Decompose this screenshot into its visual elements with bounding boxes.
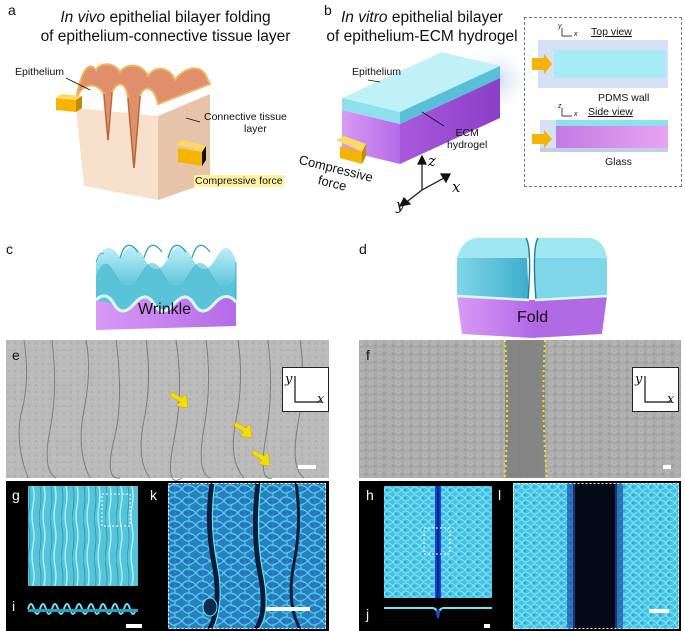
panel-b-title-line2: of epithelium-ECM hydrogel: [326, 28, 518, 45]
panel-a-label-connective-1: Connective tissue: [204, 111, 287, 123]
panel-h-letter: h: [366, 487, 374, 503]
panel-e-axis-box: y x: [282, 367, 329, 412]
panel-l-letter: l: [498, 487, 502, 503]
panel-i-micrograph: [27, 603, 138, 615]
panel-a-title: In vivo epithelial bilayer folding of ep…: [8, 8, 323, 46]
panel-c-label: Wrinkle: [138, 301, 192, 318]
hydrogel-right: [400, 78, 500, 164]
panel-d-fold-diagram: [456, 237, 608, 338]
panel-b-label-ecm-1: ECM: [455, 127, 479, 139]
panel-b-axis-y: y: [396, 196, 405, 214]
panel-b-axes: [398, 154, 451, 207]
inset-side-axis-z: z: [558, 103, 562, 110]
panel-h-micrograph: [384, 486, 492, 598]
inset-glass-label: Glass: [605, 156, 632, 168]
panel-d-letter: d: [359, 241, 367, 257]
fold-epithelium-left: [457, 258, 529, 300]
panel-k-micrograph: [168, 482, 326, 631]
side-view-arrow-icon: [532, 130, 552, 148]
panel-a-title-italic: In vivo: [60, 9, 106, 26]
panel-j-scale-bar: [484, 624, 490, 628]
panel-a-label-connective-2: layer: [244, 123, 267, 135]
panel-f-letter: f: [366, 347, 370, 363]
panel-b-inset: [524, 17, 682, 187]
panel-a-title-line2: of epithelium-connective tissue layer: [40, 28, 291, 45]
panel-f-axis-box: y x: [632, 367, 679, 412]
inset-top-axis-y: y: [558, 23, 562, 30]
panel-b-bilayer-diagram: [336, 44, 535, 207]
panel-d-label: Fold: [517, 309, 549, 326]
inset-side-view-label: Side view: [588, 106, 633, 118]
panel-e-letter: e: [12, 347, 20, 363]
panel-a-label-connective: Connective tissue layer: [204, 111, 287, 135]
panel-j-letter: j: [366, 606, 370, 622]
panel-b-inset-drawings: [532, 28, 668, 152]
panel-b-label-ecm-2: hydrogel: [447, 139, 488, 151]
epithelium-folds: [75, 63, 212, 169]
fold-epithelium-right: [535, 258, 607, 300]
panel-a-letter: a: [8, 2, 16, 18]
panel-b-title: In vitro epithelial bilayer of epitheliu…: [322, 8, 522, 46]
panel-e-arrow-1-icon: [169, 391, 189, 409]
panel-f-axis-y: y: [635, 372, 643, 387]
wrinkle-hydrogel: [96, 295, 236, 330]
inset-top-axis-x: x: [574, 31, 578, 38]
panel-b-title-rest: epithelial bilayer: [387, 9, 503, 26]
panel-k-letter: k: [150, 487, 157, 503]
panel-b-label-epithelium: Epithelium: [352, 66, 402, 78]
panel-e-arrow-3-icon: [251, 449, 271, 467]
panel-a-title-rest: epithelial bilayer folding: [105, 9, 271, 26]
panel-i-scale-bar: [126, 624, 142, 628]
panel-f-micrograph: [359, 339, 681, 479]
panel-a-right-arrow-icon: [176, 140, 206, 166]
inset-pdms-label: PDMS wall: [598, 92, 650, 104]
panel-i-letter: i: [12, 598, 16, 614]
panel-f-scale-bar: [663, 465, 671, 469]
panel-l-micrograph: [513, 483, 679, 629]
panel-l-scale-bar: [649, 609, 669, 613]
panel-e-scale-bar: [298, 465, 316, 469]
panel-c-letter: c: [6, 241, 13, 257]
epithelium-fold-shadow: [103, 91, 141, 169]
panel-e-axis-x: x: [317, 392, 325, 407]
panel-g-micrograph: [28, 486, 138, 586]
wrinkle-epithelium: [96, 263, 236, 311]
panel-b-letter: b: [324, 2, 332, 18]
panel-k-scale-bar: [266, 607, 310, 611]
panel-e-arrow-2-icon: [233, 421, 253, 439]
top-view-arrow-icon: [532, 54, 552, 74]
epithelium-front: [342, 98, 400, 124]
panel-b-label-ecm: ECM hydrogel: [447, 127, 487, 151]
panel-f-axis-x: x: [667, 392, 675, 407]
panel-e-micrograph: [6, 339, 329, 481]
epithelium-top: [342, 52, 500, 112]
panel-a-label-epithelium: Epithelium: [15, 66, 65, 78]
panel-b-axis-z: z: [428, 152, 436, 170]
panel-g-letter: g: [12, 487, 20, 503]
panel-b-arrow-icon: [336, 136, 366, 164]
tissue-right-face: [158, 94, 210, 200]
epithelium-right: [400, 66, 500, 124]
panel-b-title-italic: In vitro: [341, 9, 388, 26]
panel-a-label-force: Compressive force: [194, 175, 284, 187]
panel-a-left-arrow-icon: [56, 94, 82, 112]
panel-b-axis-x: x: [452, 178, 461, 196]
panel-c-wrinkle-diagram: [94, 244, 238, 330]
inset-top-view-label: Top view: [591, 26, 632, 38]
panel-a-tissue-diagram: [56, 63, 212, 200]
inset-side-axis-x: x: [574, 111, 578, 118]
panel-e-axis-y: y: [285, 372, 293, 387]
panel-j-micrograph: [384, 607, 492, 619]
